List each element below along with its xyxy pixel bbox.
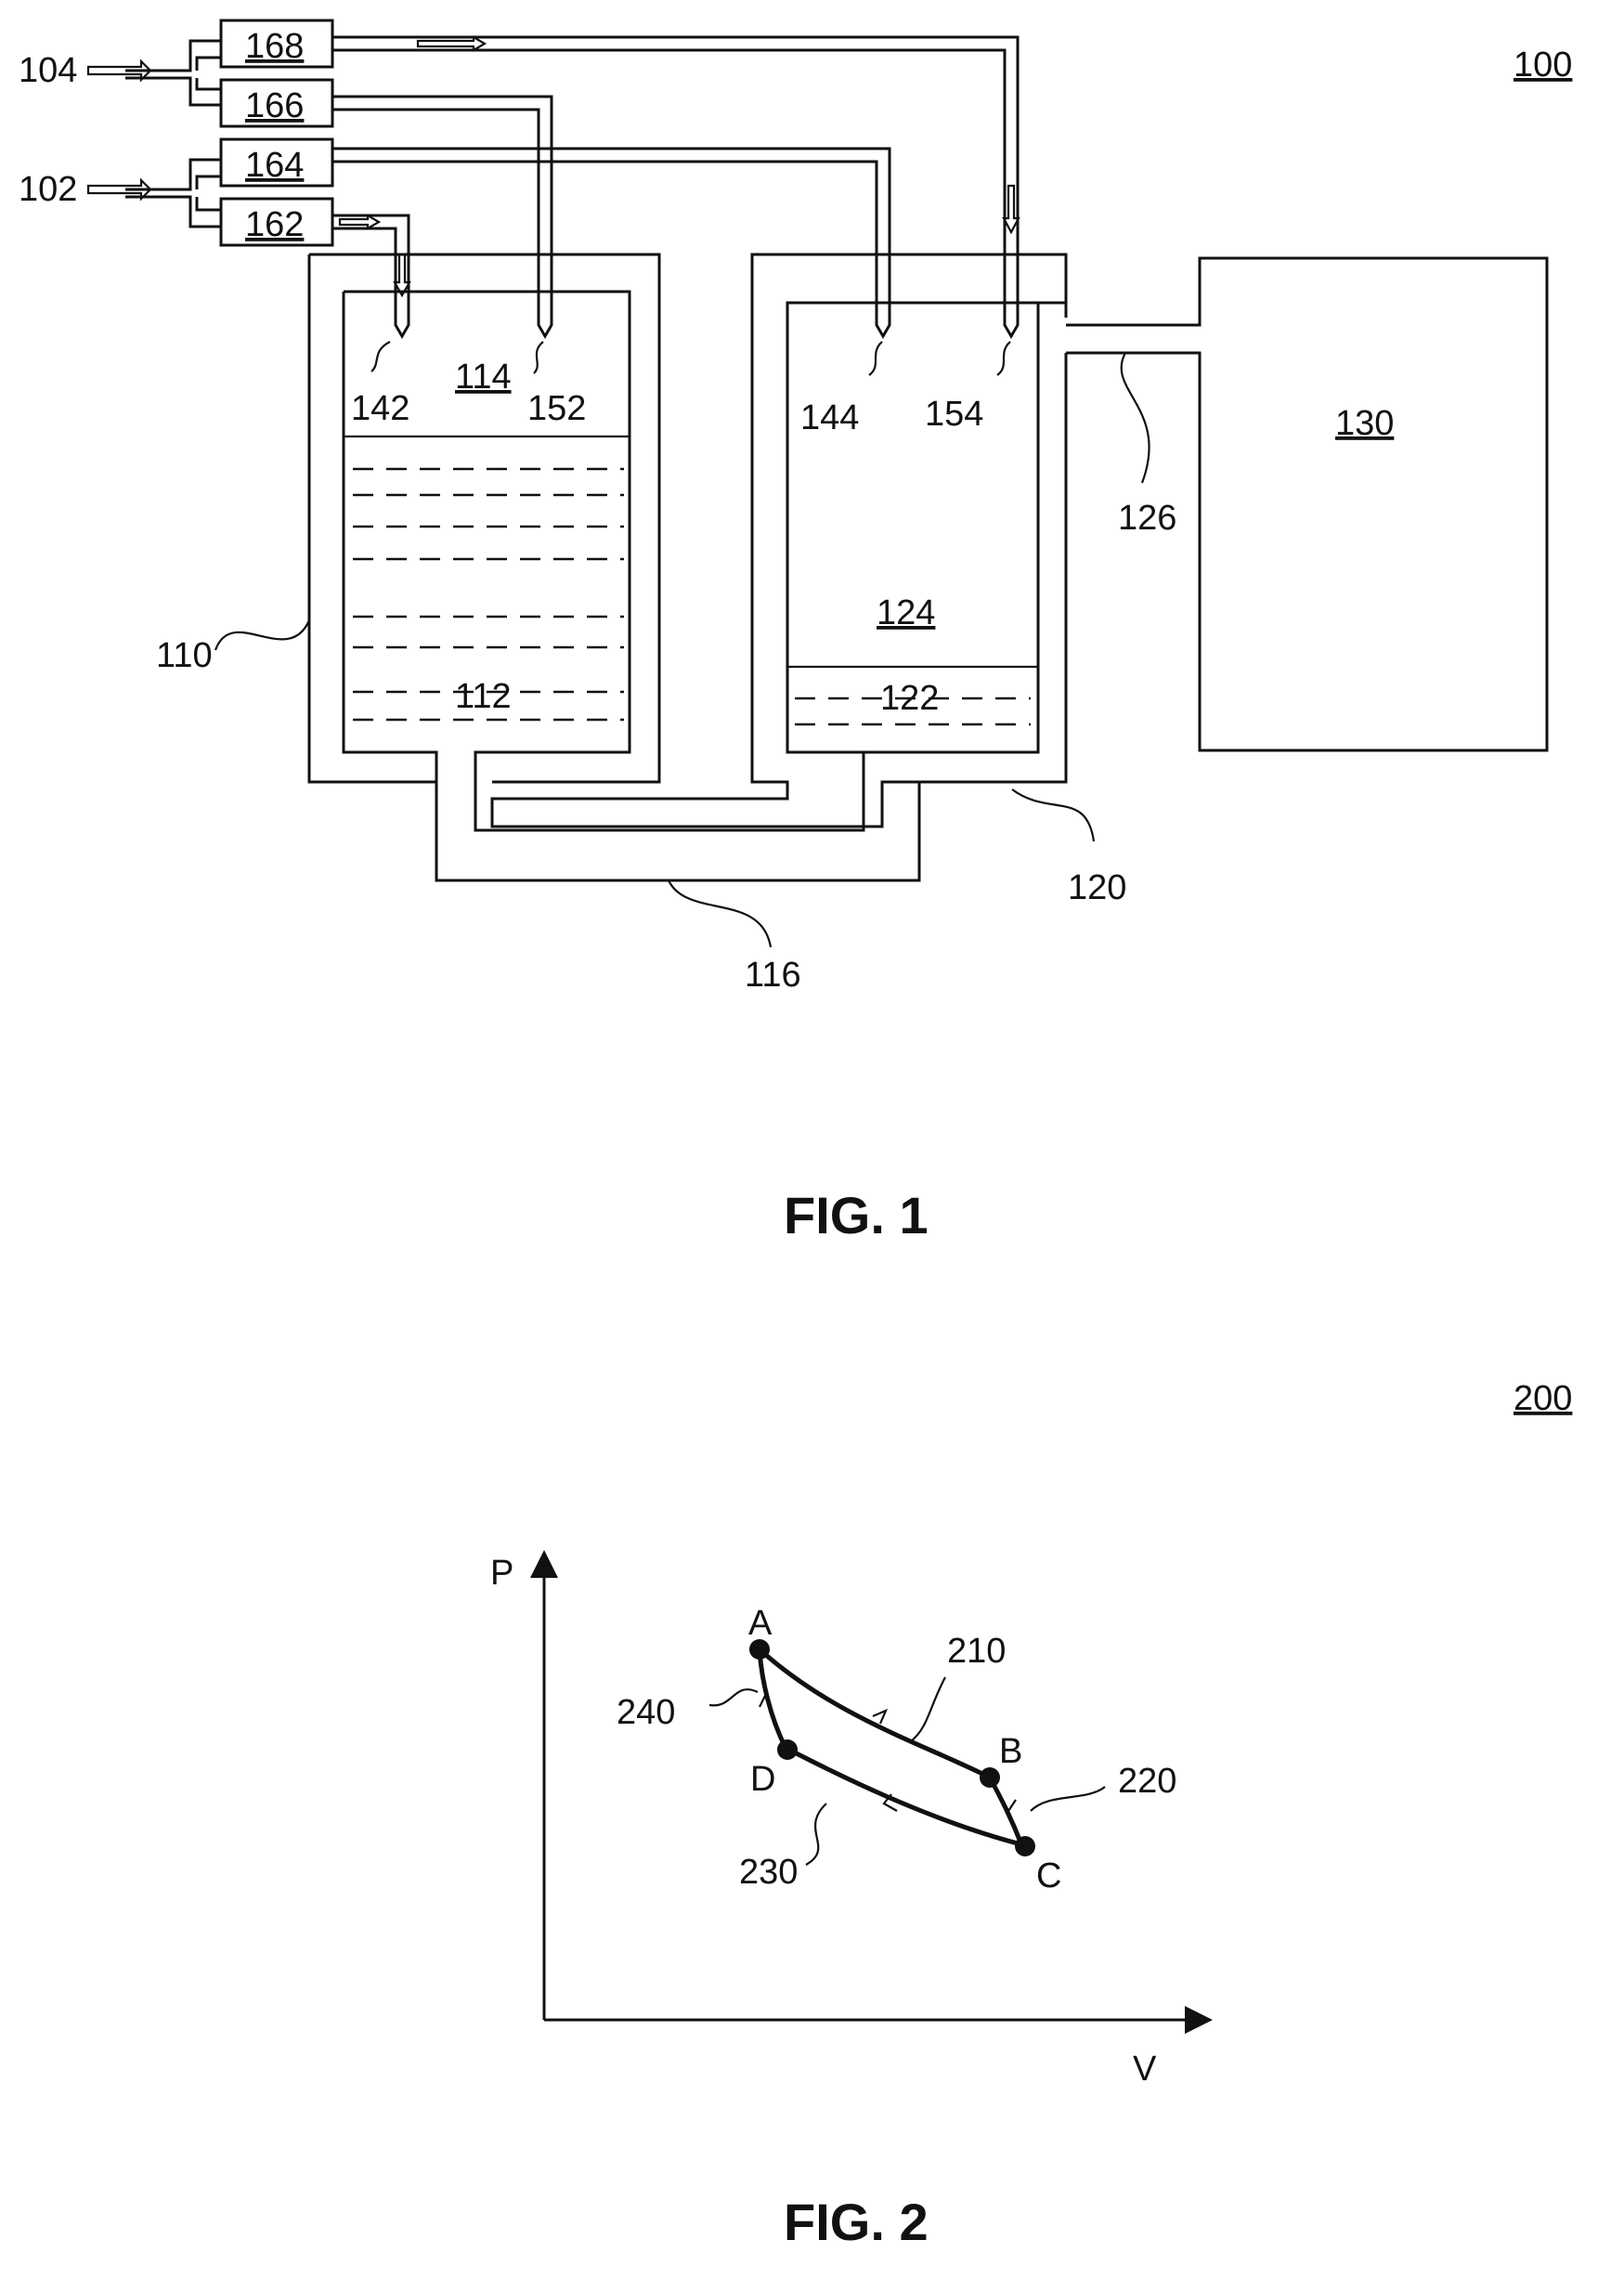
leader-142 — [371, 342, 390, 371]
label-154: 154 — [925, 395, 983, 434]
flow-arrow-162 — [340, 215, 379, 228]
point-d — [777, 1739, 798, 1760]
fig-1-caption: FIG. 1 — [784, 1186, 929, 1244]
point-b-label: B — [999, 1732, 1022, 1771]
fig-2-caption: FIG. 2 — [784, 2193, 929, 2251]
leader-220 — [1031, 1787, 1105, 1811]
nozzle-152 — [539, 318, 552, 336]
segment-240-label: 240 — [617, 1693, 675, 1732]
leader-144 — [869, 342, 882, 375]
vessel-110-outer — [309, 254, 1066, 880]
sheet-ref-100: 100 — [1514, 46, 1572, 85]
x-axis-label: V — [1133, 2050, 1157, 2089]
pipe-166 — [332, 97, 552, 318]
label-116: 116 — [745, 956, 801, 995]
inner-chambers — [344, 292, 1038, 830]
leader-240 — [709, 1689, 758, 1705]
label-126: 126 — [1118, 499, 1176, 538]
point-b — [980, 1767, 1000, 1788]
label-122: 122 — [880, 679, 939, 718]
leader-210 — [910, 1677, 945, 1742]
label-130: 130 — [1335, 404, 1394, 443]
segment-220-label: 220 — [1118, 1762, 1176, 1801]
label-114: 114 — [455, 358, 512, 397]
label-164: 164 — [245, 146, 304, 185]
splitter-104-lower — [125, 78, 221, 105]
nozzle-144 — [877, 318, 890, 336]
leader-152 — [534, 342, 543, 373]
point-d-label: D — [750, 1760, 775, 1799]
segment-230-label: 230 — [739, 1853, 798, 1892]
nozzle-154 — [1005, 318, 1018, 336]
sheet-ref-200: 200 — [1514, 1379, 1572, 1418]
label-112: 112 — [455, 677, 512, 716]
point-a-label: A — [748, 1604, 773, 1643]
label-104: 104 — [19, 51, 77, 90]
pipe-168 — [332, 37, 1018, 318]
segment-230 — [786, 1748, 1021, 1844]
label-168: 168 — [245, 27, 304, 66]
leader-110 — [215, 620, 309, 650]
flow-arrow-168 — [418, 37, 485, 50]
leader-126 — [1122, 353, 1150, 483]
figure-2: 200 P V A B C D 210 220 230 240 FIG. 2 — [490, 1379, 1572, 2251]
leader-116 — [669, 880, 771, 947]
point-c-label: C — [1036, 1856, 1061, 1895]
label-152: 152 — [527, 389, 586, 428]
label-124: 124 — [877, 593, 935, 632]
nozzle-142 — [396, 318, 409, 336]
leader-230 — [806, 1804, 826, 1865]
leader-154 — [997, 342, 1010, 375]
label-162: 162 — [245, 205, 304, 244]
y-axis-label: P — [490, 1554, 513, 1593]
label-102: 102 — [19, 170, 77, 209]
label-144: 144 — [800, 398, 859, 437]
label-120: 120 — [1068, 868, 1126, 907]
segment-220 — [990, 1778, 1021, 1844]
leader-120 — [1012, 789, 1094, 841]
label-142: 142 — [351, 389, 409, 428]
label-110: 110 — [156, 636, 213, 675]
point-c — [1015, 1836, 1035, 1856]
segment-210-label: 210 — [947, 1632, 1006, 1671]
splitter-102-lower — [125, 197, 221, 227]
label-166: 166 — [245, 86, 304, 125]
figure-1: 100 104 102 168 166 164 162 — [19, 20, 1572, 1244]
direction-arrow-210 — [873, 1711, 886, 1724]
